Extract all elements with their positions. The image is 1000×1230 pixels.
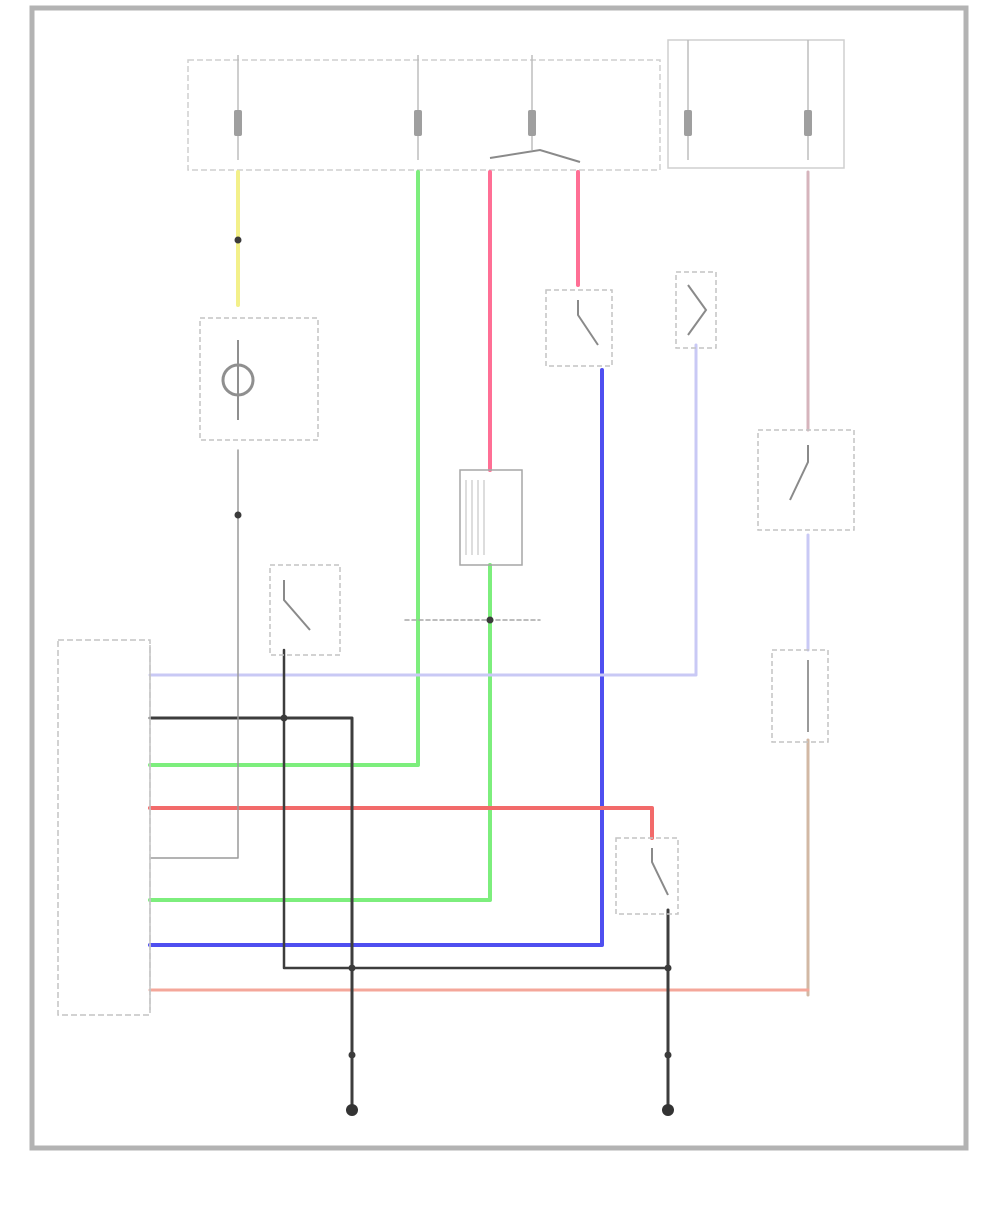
fuse-box-relay <box>489 148 581 163</box>
relay-right <box>675 271 717 349</box>
diagram-frame <box>29 5 969 1151</box>
wire-red <box>148 806 654 840</box>
wire-gray-lamp <box>149 449 239 859</box>
wire-green-lower <box>148 563 492 902</box>
trunk-switch <box>757 429 855 531</box>
ground-symbols <box>346 1104 674 1116</box>
fuse-box-outline <box>187 59 661 171</box>
ipdm-box-outline <box>667 39 845 169</box>
timer-unit <box>459 469 523 566</box>
connector-dots <box>234 236 672 1059</box>
door-switch-left <box>269 564 341 656</box>
key-switch <box>545 289 613 367</box>
fuse-stubs <box>237 40 809 160</box>
door-switch-right <box>615 837 679 915</box>
wire-green-upper <box>148 170 420 767</box>
wire-light-blue-battery <box>148 343 698 677</box>
wire-blue <box>148 368 604 947</box>
trunk-lamp <box>771 649 829 743</box>
fuse-symbols <box>234 110 812 136</box>
body-control-module <box>57 639 151 1016</box>
lamp-component <box>199 317 319 441</box>
wire-black-door <box>282 648 670 970</box>
wire-black-horizontal <box>148 716 354 1112</box>
